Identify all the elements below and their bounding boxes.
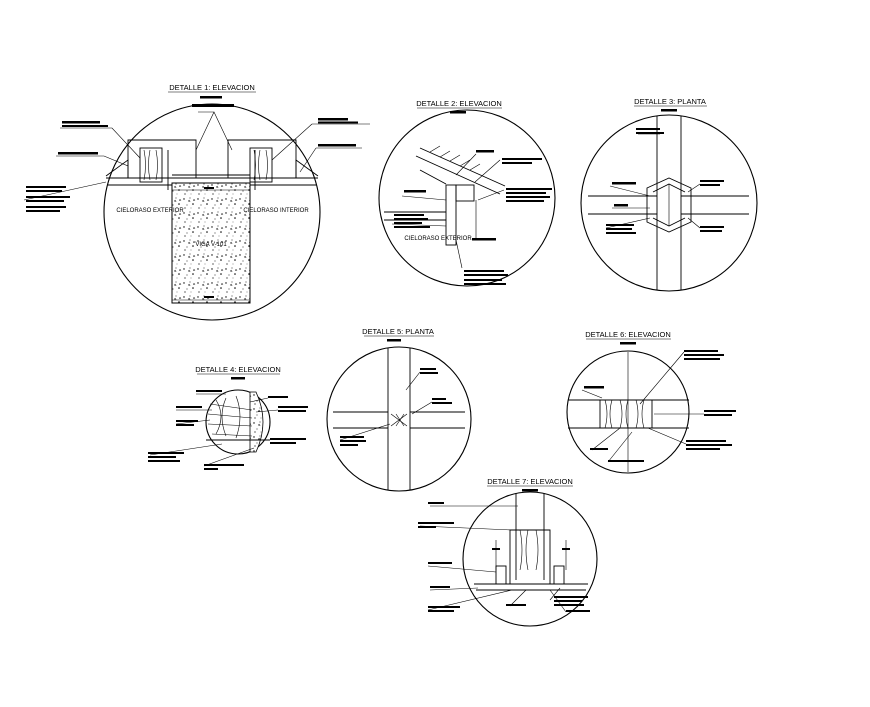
wood-block-left bbox=[139, 147, 163, 183]
detail-5-circle bbox=[326, 346, 472, 492]
detail-3-title: DETALLE 3: PLANTA bbox=[634, 97, 706, 106]
detail-1-title: DETALLE 1: ELEVACION bbox=[169, 83, 255, 92]
detail-4-title: DETALLE 4: ELEVACION bbox=[195, 365, 281, 374]
label-cieloraso-exterior-d2: CIELORASO EXTERIOR bbox=[404, 236, 472, 242]
detail-7-title: DETALLE 7: ELEVACION bbox=[487, 477, 573, 486]
detail-2: DETALLE 2: ELEVACION CIELORASO EXTERIOR bbox=[378, 99, 556, 287]
detail-7: DETALLE 7: ELEVACION bbox=[418, 477, 598, 627]
detail-6: DETALLE 6: ELEVACION bbox=[566, 330, 736, 474]
detail-2-circle bbox=[378, 109, 556, 287]
detail-6-circle bbox=[566, 350, 690, 474]
detail-5: DETALLE 5: PLANTA bbox=[326, 327, 472, 492]
detail-7-circle bbox=[462, 491, 598, 627]
label-cieloraso-interior: CIELORASO INTERIOR bbox=[243, 208, 309, 214]
detail-3: DETALLE 3: PLANTA bbox=[580, 97, 758, 292]
label-viga: VIGA V-101 bbox=[195, 242, 227, 248]
detail-4: DETALLE 4: ELEVACION bbox=[148, 365, 308, 470]
detail-3-circle bbox=[580, 114, 758, 292]
detail-5-title: DETALLE 5: PLANTA bbox=[362, 327, 434, 336]
detail-6-title: DETALLE 6: ELEVACION bbox=[585, 330, 671, 339]
detail-2-title: DETALLE 2: ELEVACION bbox=[416, 99, 502, 108]
detail-1: DETALLE 1: ELEVACION bbox=[23, 83, 370, 321]
scale-tag bbox=[200, 96, 222, 99]
label-cieloraso-exterior: CIELORASO EXTERIOR bbox=[116, 208, 184, 214]
wood-block-right bbox=[249, 147, 273, 183]
beam-concrete bbox=[171, 182, 251, 304]
